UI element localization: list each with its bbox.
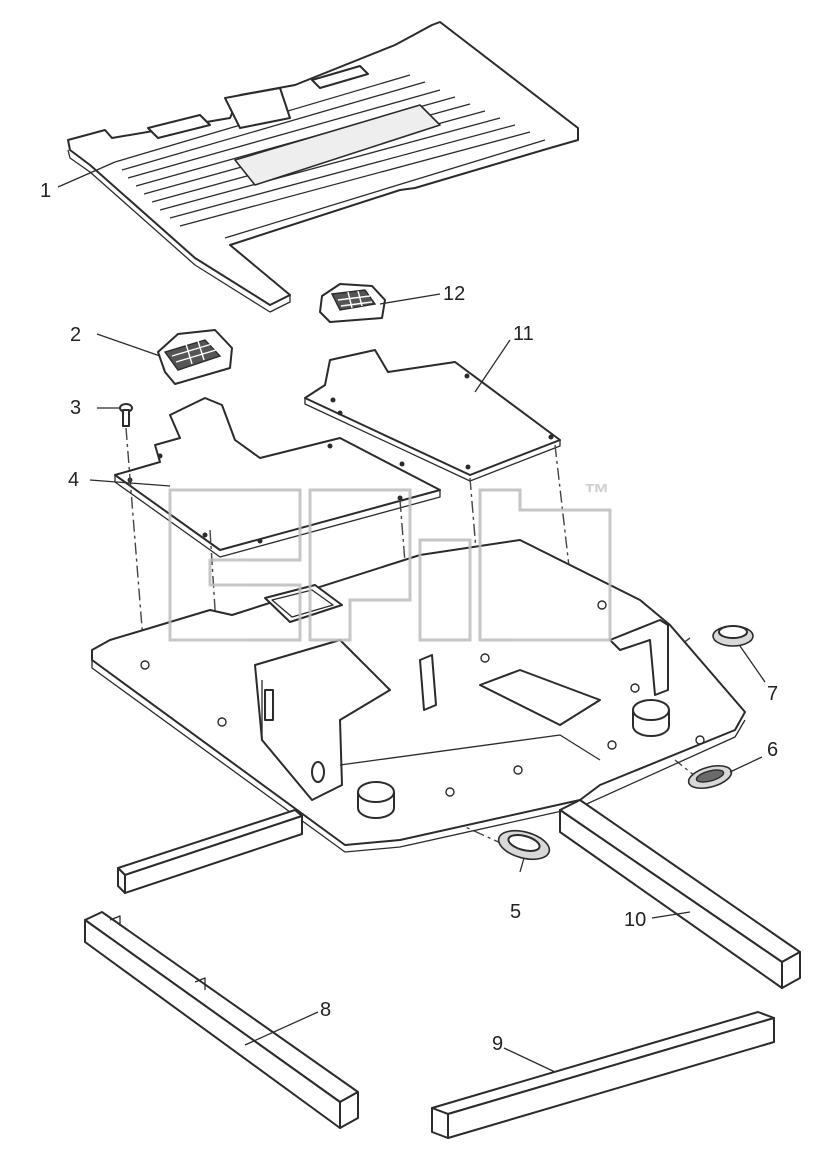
callout-12: 12 (443, 283, 465, 305)
part-9-beam (431, 1011, 775, 1139)
part-4-floor-plate-left (114, 397, 441, 558)
part-2-heel-pad (157, 329, 233, 385)
cab-floor-frame (91, 539, 746, 853)
logo-watermark: ™ (168, 478, 612, 642)
watermark-tm: ™ (584, 478, 610, 508)
part-8-beam (84, 911, 359, 1129)
callout-3: 3 (70, 397, 81, 419)
callout-7: 7 (767, 683, 778, 705)
callout-labels: 1 2 3 4 5 6 7 8 9 10 11 12 (40, 180, 778, 1055)
part-12-heel-pad (319, 283, 386, 323)
callout-1: 1 (40, 180, 51, 202)
callout-11: 11 (513, 323, 534, 345)
callout-9: 9 (492, 1033, 503, 1055)
callout-2: 2 (70, 324, 81, 346)
part-6-grommet (687, 764, 733, 790)
callout-10: 10 (624, 909, 646, 931)
part-7-grommet (712, 625, 754, 647)
callout-5: 5 (510, 901, 521, 923)
callout-6: 6 (767, 739, 778, 761)
part-10-beam-short (117, 809, 303, 894)
part-10-beam-long (559, 799, 801, 989)
part-3-bolt (119, 403, 133, 427)
part-1-floor-cover (67, 21, 579, 313)
part-5-grommet (497, 829, 551, 861)
floor-cylinders (357, 699, 670, 819)
callout-8: 8 (320, 999, 331, 1021)
callout-4: 4 (68, 469, 79, 491)
callout-leaders (57, 161, 766, 1073)
